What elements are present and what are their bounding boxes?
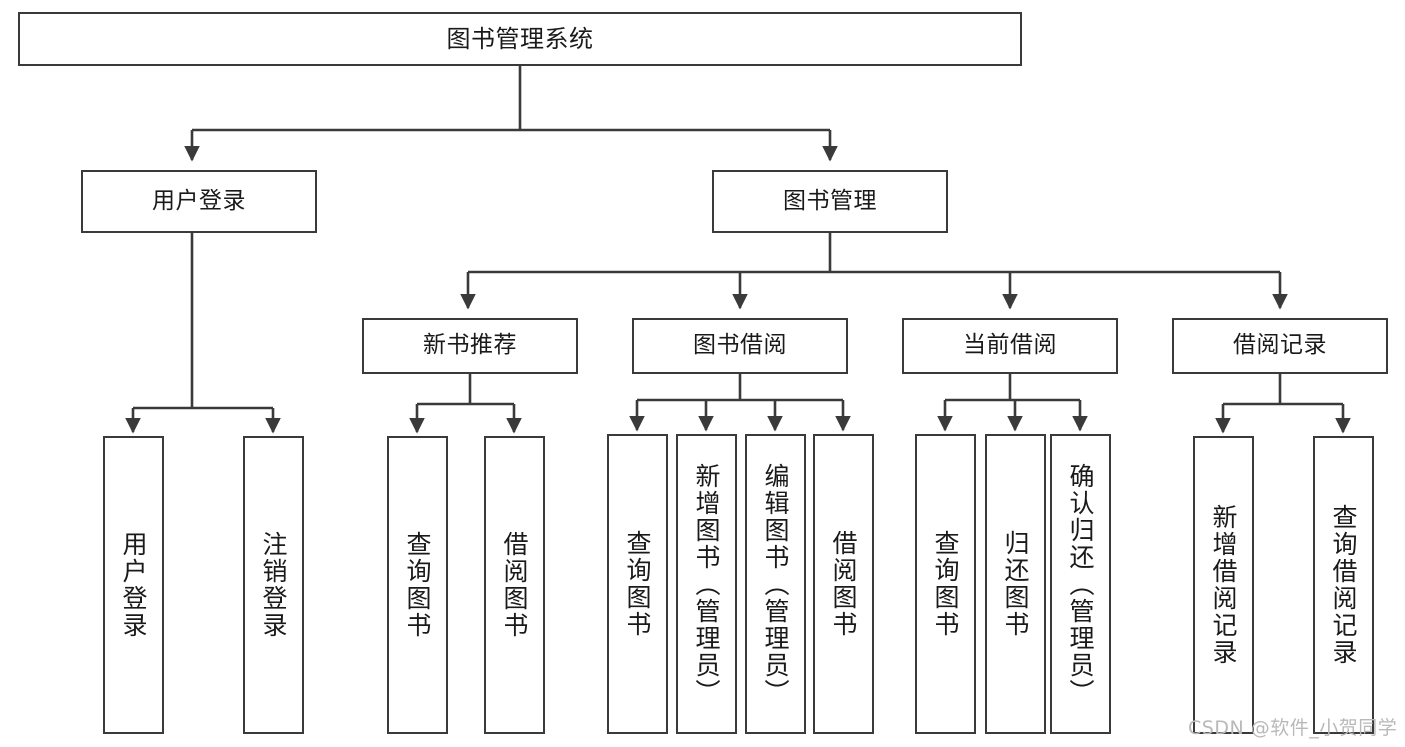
leaf-add-record-label: 新增借阅记录	[1209, 504, 1238, 666]
leaf-query-book-2-label: 查询图书	[623, 530, 652, 638]
node-borrow-record[interactable]: 借阅记录	[1172, 318, 1388, 374]
leaf-user-login-label: 用户登录	[119, 531, 148, 639]
leaf-query-book-3-label: 查询图书	[931, 530, 960, 638]
leaf-query-book-3[interactable]: 查询图书	[915, 434, 976, 734]
leaf-borrow-book-1[interactable]: 借阅图书	[484, 436, 545, 734]
leaf-confirm-return-label: 确认归还（管理员）	[1066, 462, 1095, 706]
leaf-borrow-book-2[interactable]: 借阅图书	[813, 434, 874, 734]
leaf-edit-book-label: 编辑图书（管理员）	[761, 462, 790, 706]
node-user-login-label: 用户登录	[152, 187, 246, 214]
node-book-borrow-label: 图书借阅	[693, 332, 787, 359]
node-user-login[interactable]: 用户登录	[81, 170, 317, 233]
node-book-borrow[interactable]: 图书借阅	[632, 318, 848, 374]
leaf-return-book-label: 归还图书	[1001, 530, 1030, 638]
leaf-edit-book[interactable]: 编辑图书（管理员）	[745, 434, 806, 734]
leaf-query-book-1[interactable]: 查询图书	[387, 436, 448, 734]
leaf-borrow-book-2-label: 借阅图书	[829, 530, 858, 638]
node-root-label: 图书管理系统	[446, 24, 594, 53]
leaf-logout[interactable]: 注销登录	[243, 436, 304, 734]
leaf-query-record-label: 查询借阅记录	[1329, 504, 1358, 666]
leaf-add-record[interactable]: 新增借阅记录	[1193, 436, 1254, 734]
leaf-query-book-2[interactable]: 查询图书	[607, 434, 668, 734]
node-book-management-label: 图书管理	[783, 187, 877, 214]
leaf-borrow-book-1-label: 借阅图书	[500, 531, 529, 639]
leaf-confirm-return[interactable]: 确认归还（管理员）	[1050, 434, 1111, 734]
leaf-query-record[interactable]: 查询借阅记录	[1313, 436, 1374, 734]
node-root[interactable]: 图书管理系统	[18, 12, 1022, 66]
leaf-query-book-1-label: 查询图书	[403, 531, 432, 639]
leaf-user-login[interactable]: 用户登录	[103, 436, 164, 734]
leaf-add-book-label: 新增图书（管理员）	[692, 462, 721, 706]
node-book-management[interactable]: 图书管理	[712, 170, 948, 233]
leaf-add-book[interactable]: 新增图书（管理员）	[676, 434, 737, 734]
node-borrow-record-label: 借阅记录	[1233, 332, 1327, 359]
leaf-return-book[interactable]: 归还图书	[985, 434, 1046, 734]
watermark-label: CSDN @软件_小贺同学	[1188, 717, 1398, 739]
node-current-borrow-label: 当前借阅	[963, 332, 1057, 359]
node-current-borrow[interactable]: 当前借阅	[902, 318, 1118, 374]
node-new-book-recommend[interactable]: 新书推荐	[362, 318, 578, 374]
node-new-book-recommend-label: 新书推荐	[423, 332, 517, 359]
leaf-logout-label: 注销登录	[259, 531, 288, 639]
